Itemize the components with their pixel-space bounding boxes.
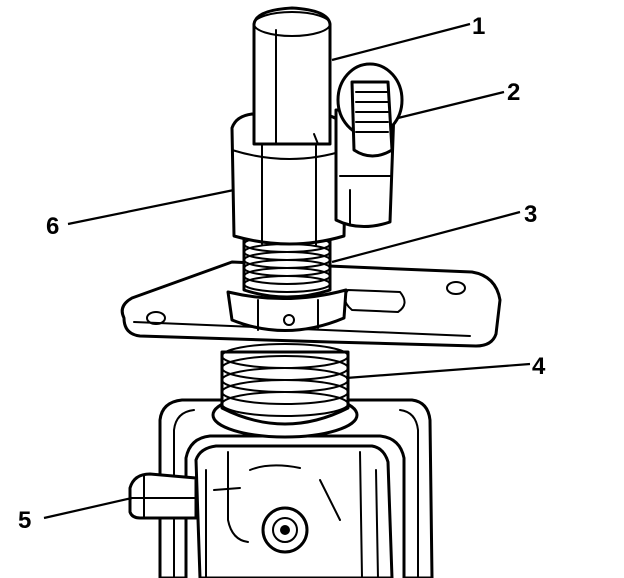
leader-5	[43, 496, 133, 520]
callout-1: 1	[472, 13, 485, 40]
leader-4	[345, 362, 531, 380]
top-plunger-1	[252, 6, 332, 146]
callout-2: 2	[507, 79, 520, 106]
callout-5: 5	[18, 507, 31, 534]
leader-2	[397, 90, 505, 120]
callout-6: 6	[46, 213, 59, 240]
leader-1	[331, 22, 471, 62]
threaded-collar-3	[226, 234, 348, 332]
callout-3: 3	[524, 201, 537, 228]
leader-lines	[43, 22, 531, 520]
callout-4: 4	[532, 353, 546, 380]
leader-6	[67, 188, 235, 226]
lower-spring-4	[211, 343, 359, 439]
leader-3	[331, 210, 521, 264]
lower-housing	[158, 398, 434, 578]
side-connector-2	[334, 62, 404, 228]
side-tab-5	[128, 472, 198, 520]
